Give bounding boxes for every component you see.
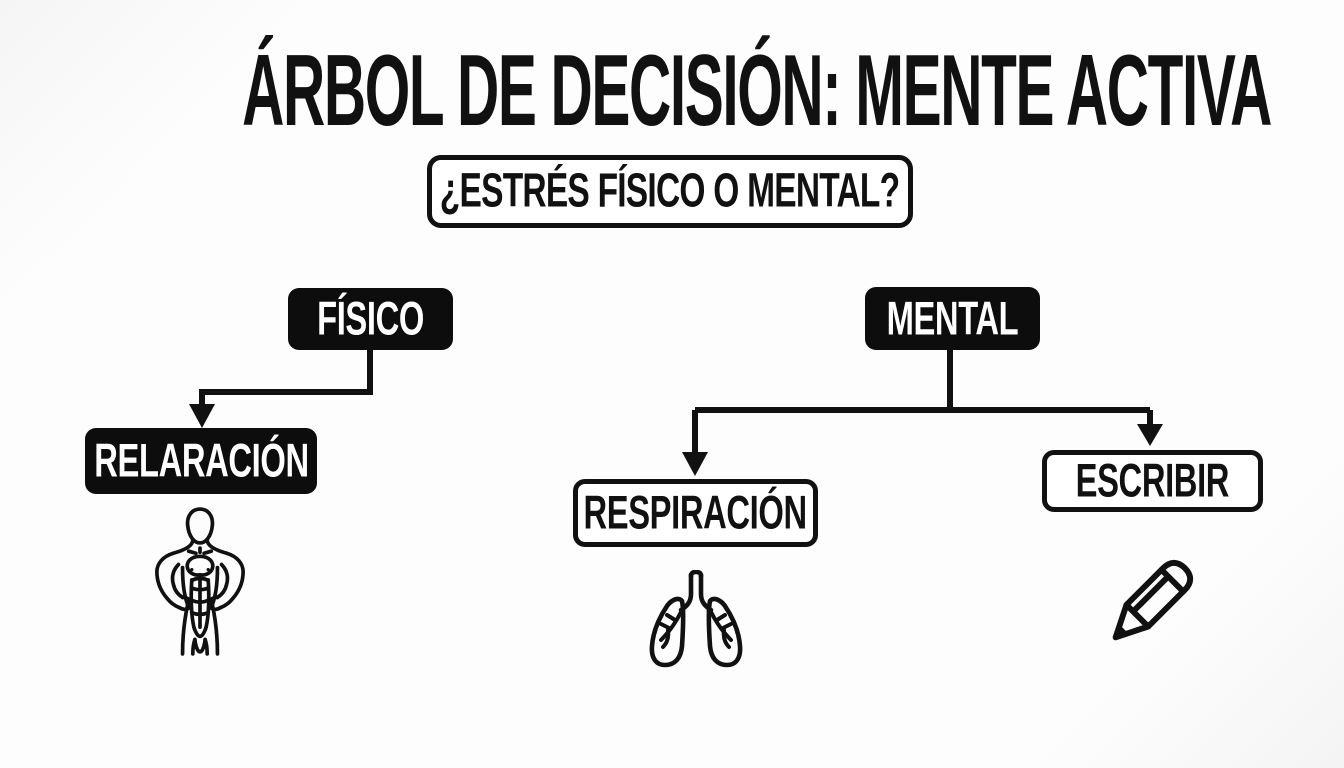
- node-mental: MENTAL: [865, 287, 1040, 350]
- question-box: ¿ESTRÉS FÍSICO O MENTAL?: [427, 155, 913, 228]
- page-title-text: ÁRBOL DE DECISIÓN: MENTE ACTIVA: [242, 34, 1272, 148]
- pencil-icon: [1090, 545, 1208, 663]
- node-fisico-label: FÍSICO: [317, 292, 424, 345]
- node-relaracion: RELARACIÓN: [85, 428, 317, 494]
- arrowhead-relaracion: [189, 404, 215, 428]
- page-title: ÁRBOL DE DECISIÓN: MENTE ACTIVA: [0, 34, 1344, 147]
- node-escribir-label: ESCRIBIR: [1075, 454, 1230, 507]
- node-mental-label: MENTAL: [886, 291, 1019, 345]
- node-respiracion: RESPIRACIÓN: [573, 479, 818, 547]
- arrowhead-escribir: [1137, 424, 1163, 446]
- edge-fisico-relaracion: [199, 350, 373, 406]
- node-relaracion-label: RELARACIÓN: [93, 434, 309, 487]
- arrowhead-respiracion: [682, 452, 708, 476]
- node-escribir: ESCRIBIR: [1042, 450, 1263, 512]
- node-fisico: FÍSICO: [288, 288, 453, 350]
- question-box-label: ¿ESTRÉS FÍSICO O MENTAL?: [440, 164, 900, 218]
- muscular-body-icon: [148, 506, 252, 660]
- lungs-icon: [636, 570, 756, 674]
- node-respiracion-label: RESPIRACIÓN: [583, 486, 808, 539]
